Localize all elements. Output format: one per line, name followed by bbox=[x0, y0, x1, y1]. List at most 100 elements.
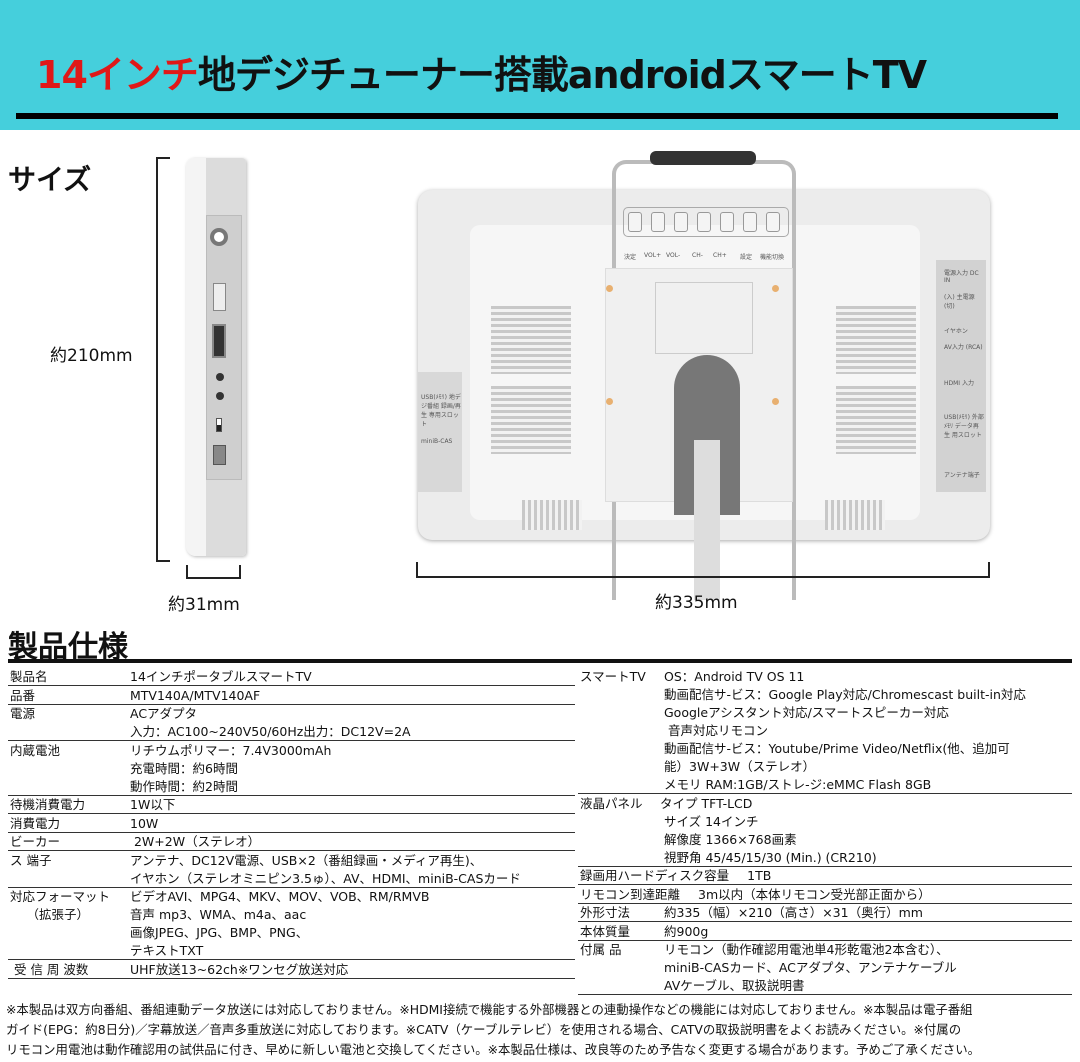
spec-line: 約900g bbox=[664, 923, 709, 939]
label-area bbox=[655, 282, 753, 354]
spec-label: スマートTV bbox=[580, 669, 646, 684]
spec-line: 1TB bbox=[747, 868, 772, 883]
spec-label: 品番 bbox=[10, 687, 36, 703]
spec-line: 音声 mp3、WMA、m4a、aac bbox=[130, 907, 307, 922]
vent-grille bbox=[836, 306, 916, 374]
spec-line: アンテナ、DC12V電源、USB×2（番組録画・メディア再生)、 bbox=[130, 852, 483, 868]
spec-label: 内蔵電池 bbox=[10, 742, 61, 758]
spec-line: 10W bbox=[130, 815, 159, 831]
antenna-port bbox=[210, 228, 228, 246]
spec-label: 外形寸法 bbox=[580, 905, 631, 920]
control-button bbox=[720, 212, 734, 232]
spec-row: 外形寸法 約335（幅）×210（高さ）×31（奥行）mm bbox=[578, 904, 1072, 922]
screw bbox=[772, 398, 779, 405]
handle-grip bbox=[650, 151, 756, 165]
spec-value: 1TB bbox=[747, 867, 1072, 884]
spec-value: 約900g bbox=[664, 923, 1072, 940]
spec-line: 1W以下 bbox=[130, 797, 176, 812]
spec-label: 対応フォーマット （拡張子） bbox=[10, 889, 111, 922]
hdmi-port bbox=[212, 324, 226, 358]
spec-line: 動画配信サ-ビス：Youtube/Prime Video/Netflix(他、追… bbox=[664, 741, 1010, 756]
screw bbox=[772, 285, 779, 292]
spec-line: 2W+2W（ステレオ） bbox=[130, 834, 261, 849]
height-label: 約210mm bbox=[50, 346, 133, 366]
spec-line: 音声対応リモコン bbox=[664, 723, 768, 738]
spec-line: AVケーブル、取扱説明書 bbox=[664, 978, 805, 993]
stand-leg bbox=[694, 440, 720, 600]
spec-line: miniB-CASカード、ACアダプタ、アンテナケーブル bbox=[664, 960, 957, 975]
note-line: リモコン用電池は動作確認用の試供品に付き、早めに新しい電池と交換してください。※… bbox=[6, 1042, 980, 1057]
spec-line: タイプ TFT-LCD bbox=[660, 795, 753, 811]
spec-line: ACアダプタ bbox=[130, 706, 198, 721]
spec-line: テキストTXT bbox=[130, 943, 204, 958]
spec-value: アンテナ、DC12V電源、USB×2（番組録画・メディア再生)、イヤホン（ステレ… bbox=[130, 852, 575, 887]
speaker-grille bbox=[825, 500, 885, 530]
note-line: ガイド(EPG：約8日分)／字幕放送／音声多重放送に対応しております。※CATV… bbox=[6, 1022, 962, 1037]
spec-label: 電源 bbox=[10, 706, 36, 721]
button-strip bbox=[623, 207, 789, 237]
spec-label: ビーカー bbox=[10, 834, 61, 849]
port-label: HDMI 入力 bbox=[944, 380, 974, 387]
spec-value: タイプ TFT-LCD サイズ 14インチ 解像度 1366×768画素 視野角… bbox=[660, 795, 1072, 866]
width-bracket bbox=[416, 562, 990, 578]
spec-label: 受 信 周 波数 bbox=[10, 961, 89, 977]
spec-value: 10W bbox=[130, 815, 575, 832]
spec-line: サイズ 14インチ bbox=[660, 813, 759, 829]
spec-value: MTV140A/MTV140AF bbox=[130, 687, 575, 704]
spec-line: 充電時間：約6時間 bbox=[130, 760, 238, 776]
depth-bracket bbox=[186, 565, 241, 579]
depth-label: 約31mm bbox=[168, 595, 240, 615]
spec-row: 受 信 周 波数 UHF放送13~62ch※ワンセグ放送対応 bbox=[8, 961, 575, 979]
spec-line: イヤホン（ステレオミニピン3.5ゅ）、AV、HDMI、miniB-CASカード bbox=[130, 870, 521, 886]
earphone-jack bbox=[216, 373, 224, 381]
spec-line: 14インチポータブルスマートTV bbox=[130, 669, 312, 684]
spec-line: 3m以内（本体リモコン受光部正面から） bbox=[698, 886, 931, 902]
port-label: イヤホン bbox=[944, 328, 968, 335]
spec-value: UHF放送13~62ch※ワンセグ放送対応 bbox=[130, 961, 575, 978]
right-port-panel bbox=[936, 260, 986, 492]
port-label: AV入力 (RCA) bbox=[944, 344, 983, 351]
spec-line: 約335（幅）×210（高さ）×31（奥行）mm bbox=[664, 905, 923, 920]
spec-label: ス 端子 bbox=[10, 852, 52, 868]
screw bbox=[606, 285, 613, 292]
spec-line: 動画配信サ-ビス：Google Play対応/Chromescast built… bbox=[664, 687, 1026, 702]
spec-row: 対応フォーマット （拡張子） ビデオAVI、MPG4、MKV、MOV、VOB、RM… bbox=[8, 888, 575, 960]
button-label: VOL- bbox=[666, 252, 681, 259]
spec-label: リモコン到達距離 bbox=[580, 886, 681, 902]
spec-row: 液晶パネル タイプ TFT-LCD サイズ 14インチ 解像度 1366×768画… bbox=[578, 795, 1072, 867]
spec-value: 約335（幅）×210（高さ）×31（奥行）mm bbox=[664, 904, 1072, 921]
title-highlight: 14インチ bbox=[36, 53, 199, 97]
spec-label: 消費電力 bbox=[10, 815, 61, 831]
port-label: USB(ﾒﾓﾘ) 外部ﾒﾓﾘ データ再生 用スロット bbox=[944, 414, 984, 439]
power-switch bbox=[216, 418, 222, 432]
spec-line: メモリ RAM:1GB/ストレ-ジ:eMMC Flash 8GB bbox=[664, 777, 932, 792]
spec-row: ス 端子 アンテナ、DC12V電源、USB×2（番組録画・メディア再生)、イヤホン… bbox=[8, 852, 575, 888]
screw bbox=[606, 398, 613, 405]
spec-value: 2W+2W（ステレオ） bbox=[130, 833, 575, 850]
spec-line: リチウムポリマー：7.4V3000mAh bbox=[130, 742, 332, 758]
control-button bbox=[743, 212, 757, 232]
vent-grille bbox=[491, 306, 571, 374]
spec-row: 本体質量約900g bbox=[578, 923, 1072, 941]
control-button bbox=[628, 212, 642, 232]
spec-line: 解像度 1366×768画素 bbox=[660, 831, 797, 847]
size-heading: サイズ bbox=[8, 163, 92, 196]
spec-row: リモコン到達距離 3m以内（本体リモコン受光部正面から） bbox=[578, 886, 1072, 904]
spec-label: 付属 品 bbox=[580, 942, 622, 957]
notes: ※本製品は双方向番組、番組連動データ放送には対応しておりません。※HDMI接続で… bbox=[6, 1000, 1076, 1060]
spec-label: 待機消費電力 bbox=[10, 797, 86, 812]
spec-value: ACアダプタ入力：AC100~240V50/60Hz出力：DC12V=2A bbox=[130, 705, 575, 740]
spec-row: 電源 ACアダプタ入力：AC100~240V50/60Hz出力：DC12V=2A bbox=[8, 705, 575, 741]
av-jack bbox=[216, 392, 224, 400]
spec-label: 液晶パネル bbox=[580, 795, 643, 811]
control-button bbox=[766, 212, 780, 232]
dc-in-port bbox=[213, 445, 226, 465]
vent-grille bbox=[836, 386, 916, 454]
